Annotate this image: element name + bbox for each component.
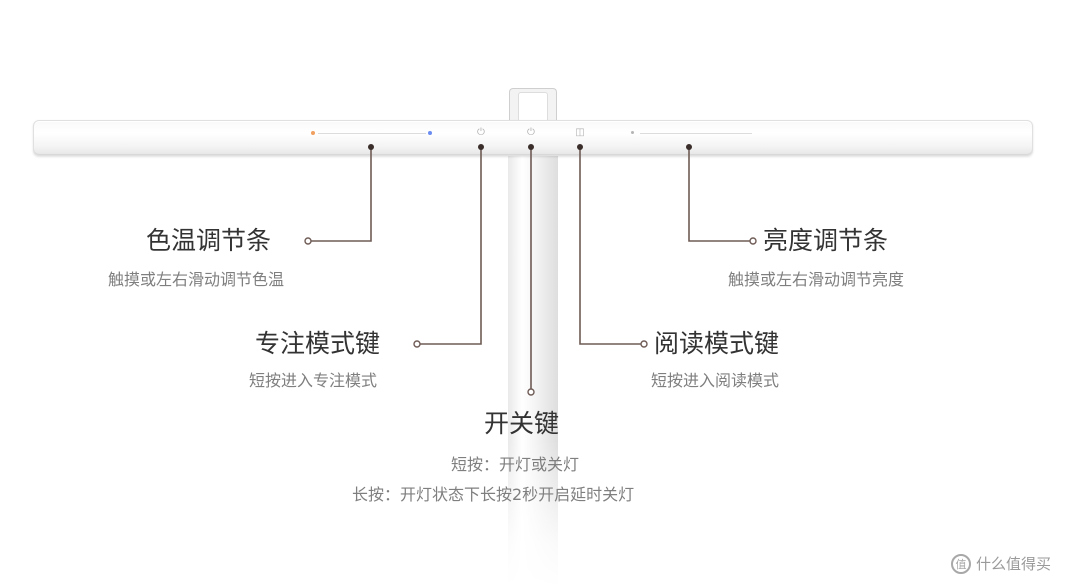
watermark-text: 什么值得买	[976, 555, 1052, 573]
focus-end-ring	[413, 340, 421, 348]
power-title: 开关键	[484, 409, 560, 438]
focus-mode-title: 专注模式键	[255, 329, 381, 358]
reading-end-ring	[640, 340, 648, 348]
reading-mode-title: 阅读模式键	[654, 329, 780, 358]
color-temp-anchor-dot	[368, 144, 374, 150]
power-anchor-dot	[528, 144, 534, 150]
brightness-leader	[688, 147, 753, 242]
brightness-anchor-dot	[686, 144, 692, 150]
color-temp-leader	[308, 147, 372, 242]
focus-mode-icon[interactable]: ⏻	[477, 127, 485, 138]
color-temp-slider-track[interactable]	[318, 133, 426, 134]
power-icon[interactable]: ⏻	[527, 127, 535, 138]
watermark: 值 什么值得买	[951, 553, 1051, 574]
reading-mode-desc: 短按进入阅读模式	[651, 371, 780, 390]
color-temp-desc: 触摸或左右滑动调节色温	[108, 270, 285, 289]
brightness-indicator-dot	[631, 131, 634, 134]
reading-mode-icon[interactable]: ◫	[575, 127, 585, 138]
brightness-desc: 触摸或左右滑动调节亮度	[728, 270, 905, 289]
color-temp-title: 色温调节条	[146, 226, 272, 255]
warm-indicator-dot	[311, 131, 315, 135]
brightness-slider-track[interactable]	[640, 133, 752, 134]
focus-leader	[417, 147, 482, 345]
power-desc-short: 短按：开灯或关灯	[451, 455, 580, 474]
brightness-end-ring	[749, 237, 757, 245]
power-end-ring	[527, 388, 535, 396]
focus-mode-desc: 短按进入专注模式	[249, 371, 378, 390]
power-desc-long: 长按：开灯状态下长按2秒开启延时关灯	[352, 485, 635, 504]
reading-anchor-dot	[577, 144, 583, 150]
focus-anchor-dot	[478, 144, 484, 150]
reading-leader	[579, 147, 644, 345]
brightness-title: 亮度调节条	[763, 226, 889, 255]
lamp-pole-fade	[506, 440, 560, 588]
watermark-logo-icon: 值	[951, 553, 971, 574]
color-temp-end-ring	[304, 237, 312, 245]
lamp-light-bar	[33, 120, 1033, 156]
cool-indicator-dot	[428, 131, 432, 135]
